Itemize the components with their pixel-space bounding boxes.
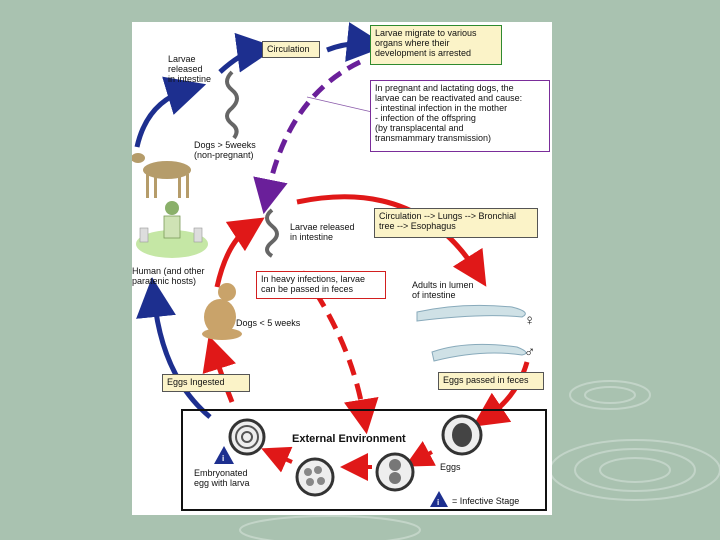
label-adults-lumen: Adults in lumen of intestine xyxy=(412,280,474,300)
dog-adult-figure xyxy=(132,153,191,198)
label-larvae-released-top: Larvae released in intestine xyxy=(168,54,212,84)
box-eggs-passed: Eggs passed in feces xyxy=(438,372,544,390)
box-circulation: Circulation xyxy=(262,41,320,58)
human-figure xyxy=(136,201,208,258)
red-arrow-adults-to-eggs xyxy=(472,361,530,427)
male-symbol: ♂ xyxy=(524,344,536,361)
red-arrow-circulation-lungs xyxy=(296,194,487,287)
blue-arrow-dog-to-larvae xyxy=(134,76,207,148)
purple-dashed-arrow xyxy=(253,59,362,215)
infective-mark-egg: i xyxy=(222,454,225,463)
label-eggs: Eggs xyxy=(440,462,461,472)
blue-arrow-egg-to-human xyxy=(136,277,212,419)
egg-morula xyxy=(295,457,335,497)
label-dogs-over-5weeks: Dogs > 5weeks (non-pregnant) xyxy=(194,140,256,160)
puppy-figure xyxy=(202,283,242,340)
red-arrow-egg2-to-egg1 xyxy=(261,446,293,473)
infective-mark-legend: i xyxy=(437,498,440,507)
infective-triangle-egg xyxy=(214,446,234,464)
box-heavy-infections: In heavy infections, larvae can be passe… xyxy=(256,271,386,299)
egg-embryonated xyxy=(228,418,266,456)
box-eggs-ingested: Eggs Ingested xyxy=(162,374,250,392)
box-larvae-migrate: Larvae migrate to various organs where t… xyxy=(370,25,502,65)
external-environment-frame xyxy=(181,409,547,511)
box-circulation-lungs: Circulation --> Lungs --> Bronchial tree… xyxy=(374,208,538,238)
label-infective-stage: = Infective Stage xyxy=(452,496,520,506)
red-dashed-heavy-infection xyxy=(299,270,379,435)
egg-single-cell xyxy=(441,414,483,456)
adult-worm-female xyxy=(416,304,526,322)
larva-coil-mid xyxy=(265,208,279,258)
label-embryonated-egg: Embryonated egg with larva xyxy=(194,468,250,488)
lifecycle-diagram: Larvae released in intestine Circulation… xyxy=(132,22,552,515)
female-symbol: ♀ xyxy=(524,312,536,329)
adult-worm-male xyxy=(431,343,527,362)
label-dogs-under-5weeks: Dogs < 5 weeks xyxy=(236,318,301,328)
diagram-graphics xyxy=(132,22,547,511)
red-arrow-egg4-to-egg3 xyxy=(404,441,436,467)
larva-coil-top xyxy=(225,70,239,140)
label-human-hosts: Human (and other paratenic hosts) xyxy=(132,266,205,286)
blue-arrow-to-migrate xyxy=(326,22,387,62)
external-environment-title: External Environment xyxy=(292,433,406,445)
egg-two-cell xyxy=(375,452,415,492)
label-larvae-released-mid: Larvae released in intestine xyxy=(290,222,355,242)
blue-arrow-to-circulation xyxy=(218,32,277,74)
purple-pointer-line xyxy=(306,96,373,113)
box-pregnant-note: In pregnant and lactating dogs, the larv… xyxy=(370,80,550,152)
infective-triangle-legend xyxy=(430,491,448,507)
red-arrow-to-larvae-mid xyxy=(214,217,265,288)
